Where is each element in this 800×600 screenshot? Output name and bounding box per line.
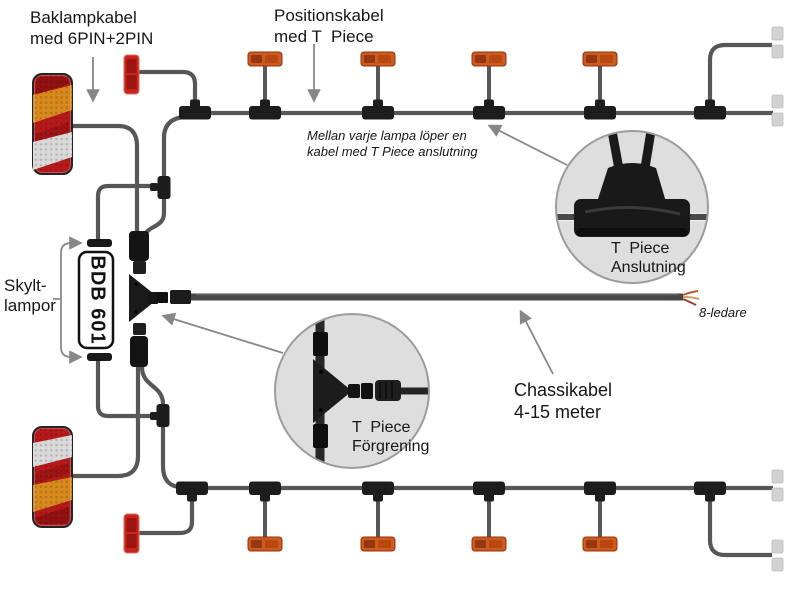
t-piece-connector xyxy=(179,99,211,120)
label-chassikabel: Chassikabel 4-15 meter xyxy=(514,380,613,422)
plate-lamp-bar-bottom xyxy=(87,353,112,361)
orange-side-marker xyxy=(247,536,283,552)
bottom-end-branch xyxy=(707,499,772,558)
orange-side-marker xyxy=(582,536,618,552)
orange-side-marker xyxy=(582,51,618,67)
orange-side-marker xyxy=(360,536,396,552)
top-row-t-pieces xyxy=(179,99,726,120)
top-red-marker-cable xyxy=(139,69,198,101)
chassis-cable-frayed-end xyxy=(682,290,700,306)
t-piece-connector xyxy=(249,99,281,120)
tail-lamp-cable-top xyxy=(67,123,140,236)
red-front-marker-top xyxy=(123,54,140,95)
plate-lamp-bar-top xyxy=(87,239,112,247)
license-plate-group: BDB 601 xyxy=(77,239,115,361)
orange-side-marker xyxy=(247,51,283,67)
bottom-row-t-pieces xyxy=(176,481,726,502)
bottom-orange-markers xyxy=(247,536,618,552)
t-piece-connector xyxy=(362,481,394,502)
t-piece-connector xyxy=(694,99,726,120)
chassis-plug xyxy=(157,292,168,303)
bottom-branch-1 xyxy=(139,366,166,405)
top-orange-markers xyxy=(247,51,618,67)
junction-forgrening xyxy=(129,231,191,367)
arrow-chassikabel xyxy=(519,309,554,375)
tail-lamp-top xyxy=(32,73,73,175)
tail-lamp-bottom xyxy=(32,426,73,528)
inset-forgrening xyxy=(274,313,430,469)
end-connectors-bottom xyxy=(771,469,784,572)
license-plate xyxy=(77,250,115,350)
pin-connector-lower xyxy=(130,336,148,367)
pin-connector-6pin2pin xyxy=(129,231,149,261)
label-baklampkabel: Baklampkabel med 6PIN+2PIN xyxy=(30,8,154,48)
arrows xyxy=(86,44,568,375)
top-branch-down2 xyxy=(143,198,167,236)
t-piece-connector xyxy=(584,99,616,120)
plate-feed-t-pieces xyxy=(150,176,171,427)
leader-inset-forgrening xyxy=(161,312,284,354)
bottom-red-marker-cable xyxy=(139,500,195,536)
label-mellan-note: Mellan varje lampa löper en kabel med T … xyxy=(307,128,478,159)
inset-anslutning xyxy=(555,130,709,284)
plate-lamp-cable-bottom xyxy=(95,360,152,419)
label-inset-forgrening: T Piece Förgrening xyxy=(352,419,430,455)
bottom-branch-2 xyxy=(160,427,183,490)
skylt-bracket xyxy=(53,236,83,364)
end-connectors-top xyxy=(771,26,784,127)
t-piece-connector xyxy=(362,99,394,120)
red-front-marker-bottom xyxy=(123,513,140,554)
license-plate-text: BDB 601 xyxy=(87,255,109,344)
label-skyltlampor: Skylt- lampor xyxy=(4,276,56,315)
label-8-ledare: 8-ledare xyxy=(699,305,747,320)
top-branch-down xyxy=(161,114,185,177)
t-piece-connector xyxy=(584,481,616,502)
top-end-branch xyxy=(707,42,772,102)
orange-side-marker xyxy=(471,536,507,552)
t-piece-connector xyxy=(176,481,208,502)
orange-side-marker xyxy=(471,51,507,67)
tail-lamp-cable-bottom xyxy=(67,365,141,479)
label-inset-anslutning: T Piece Anslutning xyxy=(611,240,686,276)
t-piece-connector xyxy=(473,99,505,120)
t-piece-connector xyxy=(249,481,281,502)
t-piece-connector xyxy=(473,481,505,502)
t-piece-connector xyxy=(694,481,726,502)
y-branch-body xyxy=(129,274,159,322)
label-positionskabel: Positionskabel med T Piece xyxy=(274,6,384,46)
orange-side-marker xyxy=(360,51,396,67)
plate-lamp-cable-top xyxy=(95,183,152,240)
leader-inset-anslutning xyxy=(487,124,568,166)
chassis-cable xyxy=(190,290,700,306)
